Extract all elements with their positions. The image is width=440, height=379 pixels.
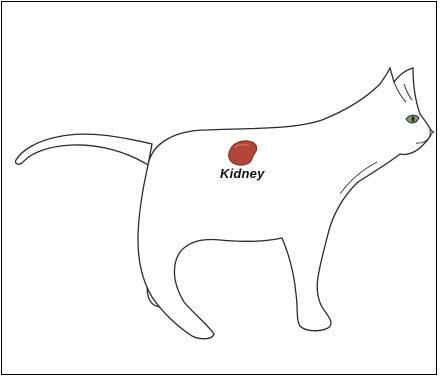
kidney-label: Kidney — [220, 166, 265, 181]
cat-nose — [430, 130, 434, 135]
cat-body — [138, 68, 432, 339]
cat-illustration — [2, 2, 436, 374]
cat-tail — [16, 134, 152, 165]
figure-frame: Kidney — [1, 1, 437, 375]
